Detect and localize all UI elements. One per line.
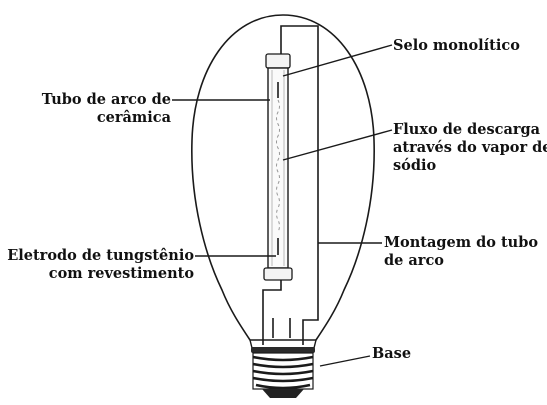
label-base-line-1: Base	[372, 345, 412, 362]
label-eletrodo-line-1: Eletrodo de tungstênio	[7, 247, 194, 264]
leader-lines	[172, 44, 393, 367]
label-tubo-line-2: cerâmica	[96, 109, 171, 126]
leader-selo	[282, 44, 393, 77]
ceramic-arc-tube	[263, 53, 293, 281]
label-eletrodo: Eletrodo de tungstênio com revestimento	[7, 247, 194, 283]
screw-base	[251, 347, 315, 398]
label-fluxo-line-3: sódio	[393, 157, 437, 174]
label-fluxo-line-1: Fluxo de descarga	[393, 121, 541, 138]
label-montagem-line-1: Montagem do tubo	[384, 234, 539, 251]
label-fluxo-line-2: através do vapor de	[393, 139, 547, 156]
label-fluxo-de-descarga: Fluxo de descarga através do vapor de só…	[393, 121, 547, 175]
label-montagem: Montagem do tubo de arco	[384, 234, 538, 270]
label-eletrodo-line-2: com revestimento	[48, 265, 194, 282]
leader-fluxo	[282, 129, 393, 161]
leader-base	[319, 355, 371, 367]
label-tubo-de-arco: Tubo de arco de cerâmica	[42, 91, 171, 127]
bulb-envelope	[191, 14, 375, 341]
label-tubo-line-1: Tubo de arco de	[41, 91, 171, 108]
label-montagem-line-2: de arco	[384, 252, 444, 269]
label-selo-monolitico: Selo monolítico	[393, 37, 520, 55]
label-selo-line-1: Selo monolítico	[393, 37, 520, 54]
bulb-neck	[249, 339, 317, 349]
label-base: Base	[372, 345, 411, 363]
